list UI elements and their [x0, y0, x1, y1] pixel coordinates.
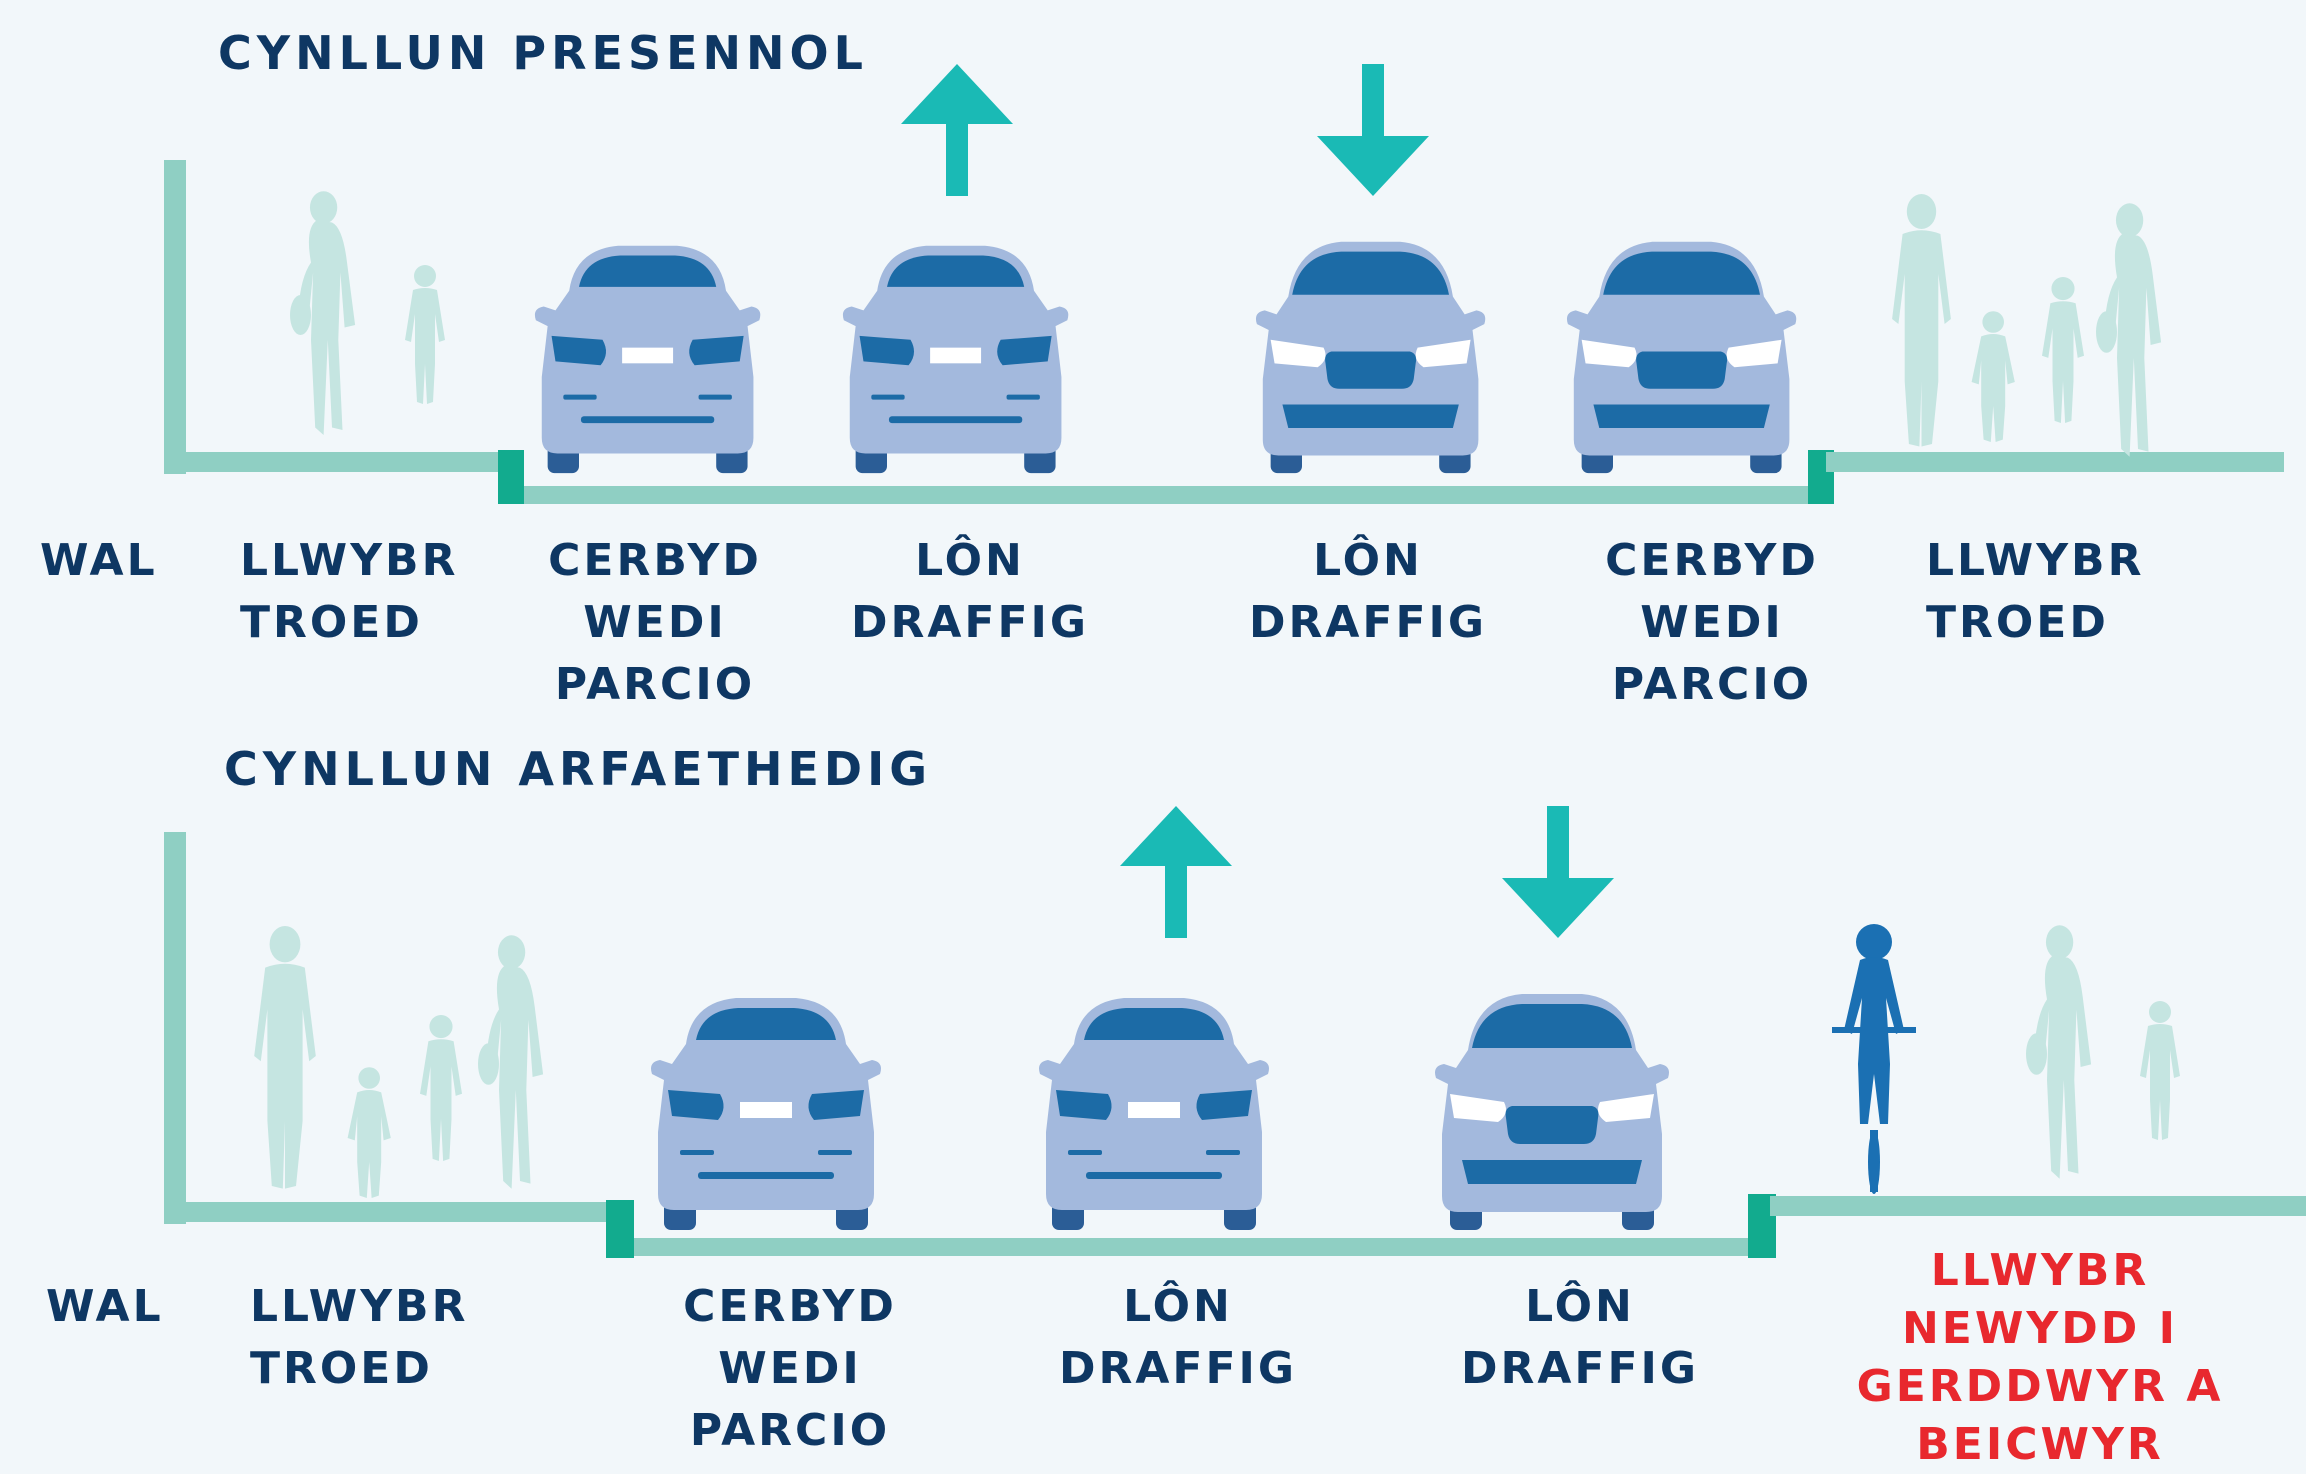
proposed-label-lane-1: LÔN DRAFFIG — [1058, 1281, 1298, 1394]
pedestrian-child-icon — [405, 265, 445, 404]
proposed-label-new-path: LLWYBR NEWYDD I GERDDWYR A BEICWYR — [1856, 1245, 2224, 1470]
car-front-icon — [1435, 994, 1669, 1230]
current-road-surface — [508, 486, 1814, 504]
current-layout-title: CYNLLUN PRESENNOL — [218, 26, 868, 80]
car-rear-icon — [534, 245, 761, 474]
arrow-down-icon — [1502, 806, 1614, 938]
current-label-footpath-right: LLWYBR TROED — [1926, 535, 2145, 648]
car-rear-icon — [1039, 998, 1269, 1230]
cyclist-icon — [1832, 924, 1916, 1194]
arrow-up-icon — [901, 64, 1013, 196]
pedestrian-adult-icon — [478, 935, 544, 1189]
current-curb-left — [498, 450, 524, 504]
proposed-wall — [164, 832, 186, 1224]
pedestrian-adult-icon — [254, 926, 316, 1189]
proposed-footpath-left-surface — [164, 1202, 610, 1222]
proposed-label-lane-2: LÔN DRAFFIG — [1460, 1281, 1700, 1394]
current-label-lane-2: LÔN DRAFFIG — [1248, 535, 1488, 648]
current-label-parked-left: CERBYD WEDI PARCIO — [548, 535, 762, 710]
current-wall — [164, 160, 186, 474]
proposed-layout — [164, 806, 2306, 1258]
pedestrian-adult-icon — [290, 191, 356, 435]
pedestrian-child-icon — [420, 1015, 462, 1161]
proposed-road-surface — [606, 1238, 1776, 1256]
current-layout — [164, 64, 2284, 504]
proposed-label-footpath-left: LLWYBR TROED — [250, 1281, 469, 1394]
pedestrian-child-icon — [347, 1067, 391, 1198]
car-front-icon — [1255, 241, 1486, 474]
pedestrian-child-icon — [1971, 311, 2015, 442]
arrow-down-icon — [1317, 64, 1429, 196]
current-label-wall: WAL — [40, 535, 158, 586]
proposed-curb-left — [606, 1200, 634, 1258]
arrow-up-icon — [1120, 806, 1232, 938]
proposed-layout-title: CYNLLUN ARFAETHEDIG — [224, 742, 932, 796]
current-label-parked-right: CERBYD WEDI PARCIO — [1605, 535, 1819, 710]
current-footpath-right-surface — [1826, 452, 2284, 472]
current-label-lane-1: LÔN DRAFFIG — [850, 535, 1090, 648]
proposed-label-parked: CERBYD WEDI PARCIO — [683, 1281, 897, 1456]
proposed-label-wall: WAL — [46, 1281, 164, 1332]
car-rear-icon — [842, 245, 1069, 474]
pedestrian-child-icon — [2140, 1001, 2180, 1140]
current-footpath-left-surface — [164, 452, 510, 472]
pedestrian-child-icon — [2042, 277, 2084, 423]
pedestrian-adult-icon — [2026, 925, 2092, 1179]
proposed-new-path-surface — [1770, 1196, 2306, 1216]
current-label-footpath-left: LLWYBR TROED — [240, 535, 459, 648]
car-front-icon — [1566, 241, 1797, 474]
car-rear-icon — [651, 998, 881, 1230]
pedestrian-adult-icon — [2096, 203, 2162, 457]
pedestrian-adult-icon — [1892, 194, 1951, 447]
